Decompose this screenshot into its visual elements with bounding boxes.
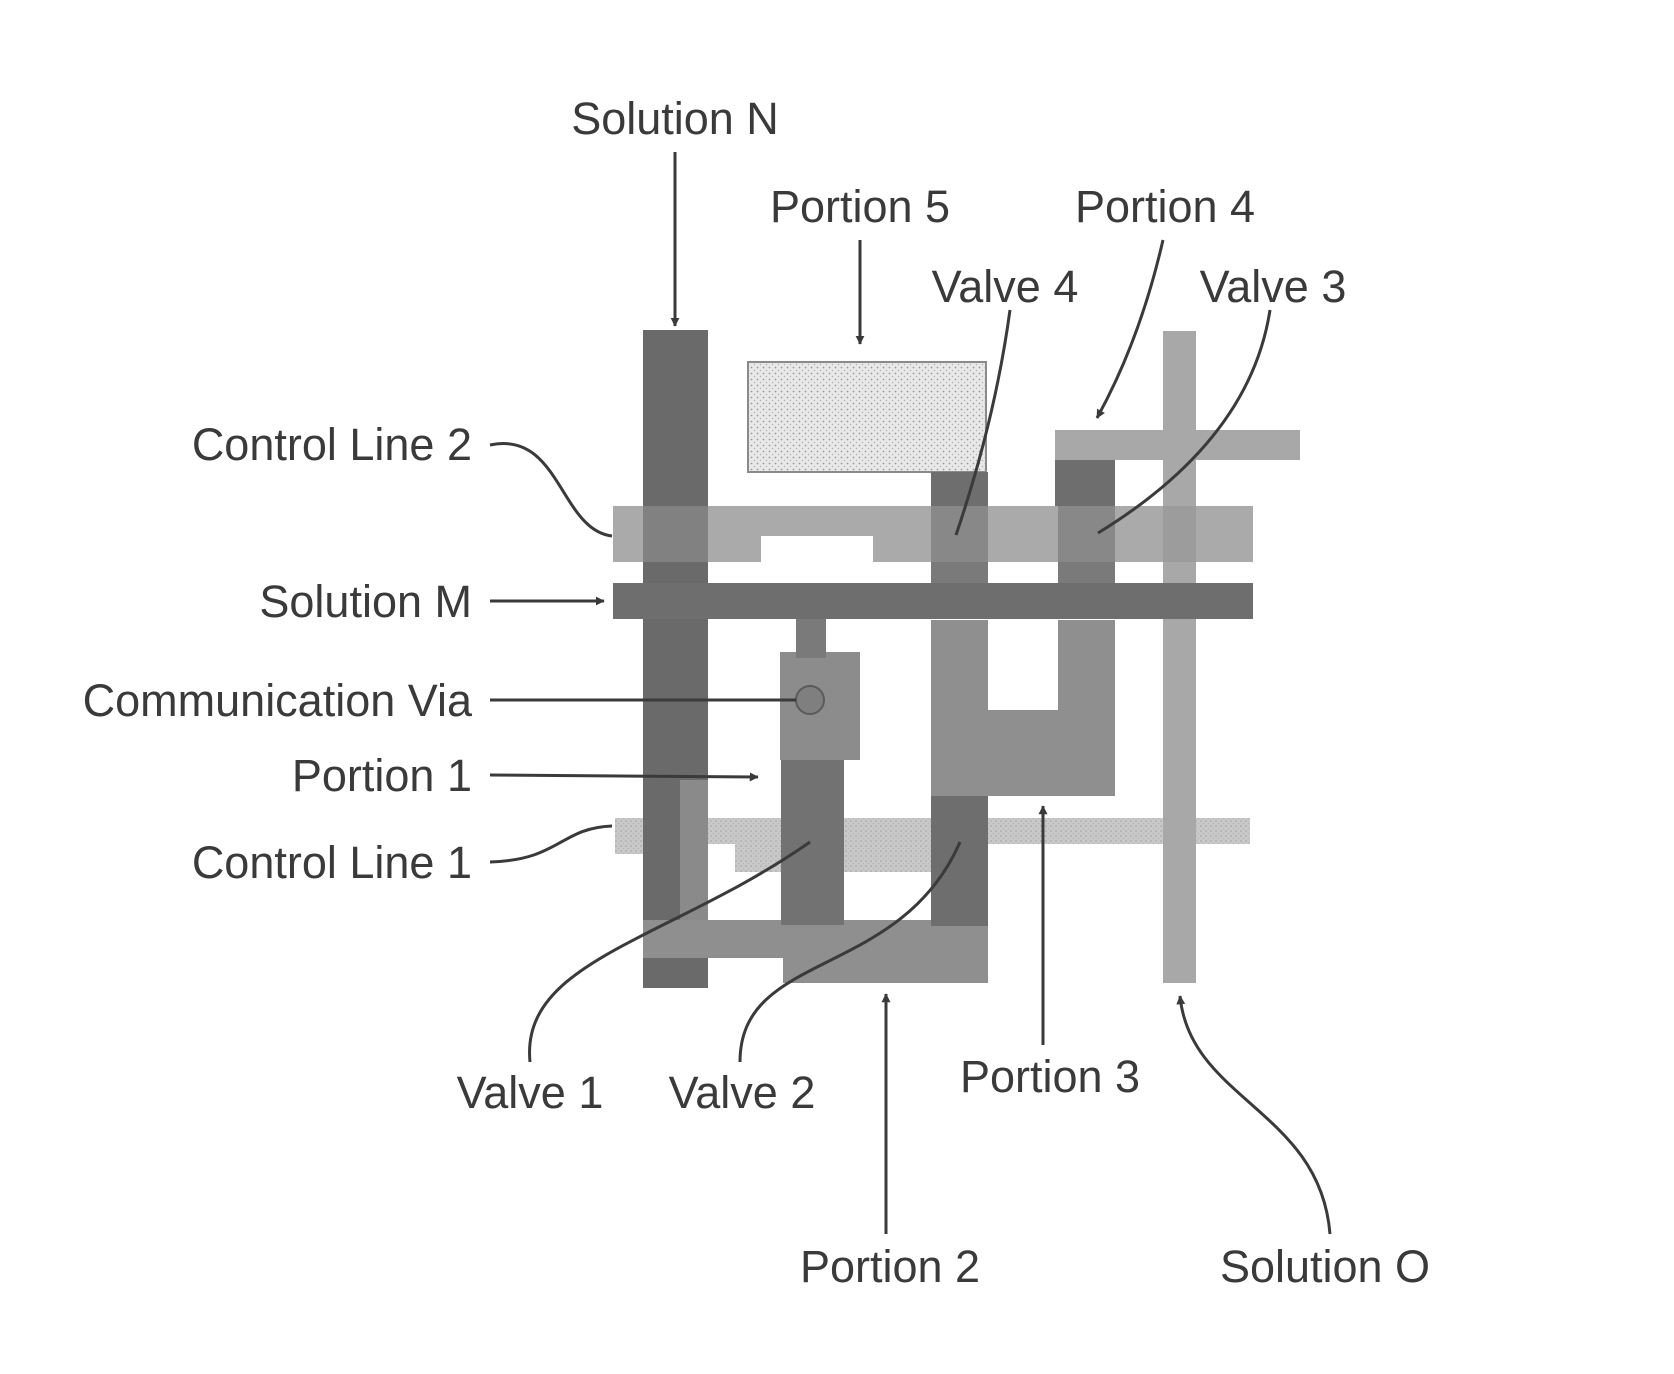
- label-communication-via: Communication Via: [83, 675, 473, 726]
- valve-4-crossing: [931, 506, 988, 562]
- portion-1-left-strip: [680, 780, 708, 920]
- valve-4-block: [931, 472, 988, 510]
- solution-o-crossing: [1163, 506, 1196, 562]
- label-control-line-1: Control Line 1: [192, 837, 472, 888]
- label-portion-1: Portion 1: [292, 750, 472, 801]
- control-line-2-leader: [490, 443, 612, 536]
- valve-1-channel: [781, 760, 844, 925]
- portion-1-arrow: [490, 775, 758, 777]
- labels: Solution N Portion 5 Portion 4 Valve 4 V…: [83, 93, 1430, 1292]
- solution-o-connector: [1163, 562, 1196, 583]
- label-solution-n: Solution N: [571, 93, 779, 144]
- portion-3-channel: [931, 620, 1115, 796]
- label-valve-3: Valve 3: [1200, 261, 1347, 312]
- valve-2-channel: [931, 796, 988, 926]
- annotations: [490, 152, 1330, 1234]
- communication-via-hole: [796, 686, 824, 714]
- control-line-1-leader: [490, 826, 612, 862]
- solution-n-connector: [643, 562, 708, 583]
- label-solution-m: Solution M: [259, 576, 472, 627]
- label-valve-2: Valve 2: [669, 1067, 816, 1118]
- solution-o-channel: [1163, 331, 1196, 983]
- valve-3-connector: [1058, 562, 1115, 583]
- portion-4-channel: [1055, 430, 1300, 460]
- label-solution-o: Solution O: [1220, 1241, 1430, 1292]
- solution-n-crossing: [643, 506, 708, 562]
- label-portion-3: Portion 3: [960, 1051, 1140, 1102]
- label-portion-2: Portion 2: [800, 1241, 980, 1292]
- portion-4-arrow: [1097, 240, 1163, 418]
- solution-o-arrow: [1180, 996, 1330, 1234]
- label-portion-5: Portion 5: [770, 181, 950, 232]
- label-valve-1: Valve 1: [457, 1067, 604, 1118]
- label-control-line-2: Control Line 2: [192, 419, 472, 470]
- portion-5-chamber: [748, 362, 986, 472]
- valve-4-connector: [931, 562, 988, 583]
- solution-m-channel: [613, 583, 1253, 619]
- label-valve-4: Valve 4: [932, 261, 1079, 312]
- valve-3-crossing: [1058, 506, 1115, 562]
- label-portion-4: Portion 4: [1075, 181, 1255, 232]
- channel-layout: [613, 330, 1300, 988]
- valve-3-block: [1055, 460, 1115, 510]
